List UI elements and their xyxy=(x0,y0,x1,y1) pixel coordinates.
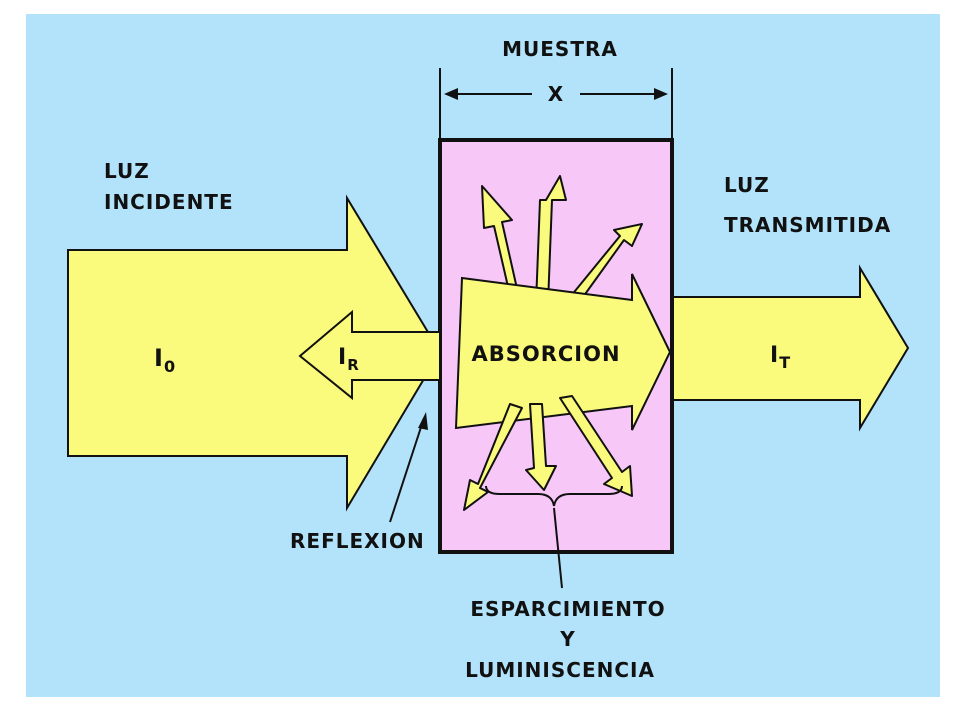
reflection-pointer-head xyxy=(418,412,428,430)
transmitted-intensity-symbol: I xyxy=(770,343,779,368)
incident-label-line1: LUZ xyxy=(104,159,150,183)
reflected-intensity-label: IR xyxy=(338,345,360,374)
thickness-arrowhead-left xyxy=(444,88,458,100)
transmitted-label-line2: TRANSMITIDA xyxy=(724,213,891,237)
reflection-label: REFLEXION xyxy=(290,529,425,553)
scattering-brace xyxy=(485,485,623,507)
thickness-arrowhead-right xyxy=(654,88,668,100)
scattering-label-line2: Y xyxy=(559,627,575,651)
scattered-rays-up xyxy=(481,175,643,305)
incident-intensity-label: I0 xyxy=(154,344,176,376)
scatter-ray-down-3 xyxy=(559,395,633,497)
transmitted-intensity-subscript: T xyxy=(779,353,791,372)
absorption-arrow xyxy=(454,273,672,431)
absorption-label: ABSORCION xyxy=(471,342,620,366)
incident-light-arrow xyxy=(67,194,442,512)
thickness-label: X xyxy=(548,82,564,106)
scatter-ray-up-3 xyxy=(565,223,643,305)
sample-label: MUESTRA xyxy=(502,37,618,61)
reflected-intensity-subscript: R xyxy=(347,356,360,374)
scattering-leader xyxy=(553,507,563,589)
transmitted-label-line1: LUZ xyxy=(724,173,770,197)
incident-intensity-subscript: 0 xyxy=(164,357,176,376)
incident-label-line2: INCIDENTE xyxy=(104,190,234,214)
scatter-ray-down-1 xyxy=(463,403,523,511)
transmitted-intensity-label: IT xyxy=(770,343,791,372)
scattered-rays-down xyxy=(463,395,633,511)
reflected-intensity-symbol: I xyxy=(338,345,347,370)
scatter-ray-down-2 xyxy=(525,403,557,491)
scattering-label-line3: LUMINISCENCIA xyxy=(465,658,655,682)
reflected-light-arrow xyxy=(298,309,441,401)
scattering-label-line1: ESPARCIMIENTO xyxy=(470,597,665,621)
transmitted-light-arrow xyxy=(671,264,910,432)
reflection-pointer xyxy=(389,417,425,523)
incident-intensity-symbol: I xyxy=(154,344,164,372)
